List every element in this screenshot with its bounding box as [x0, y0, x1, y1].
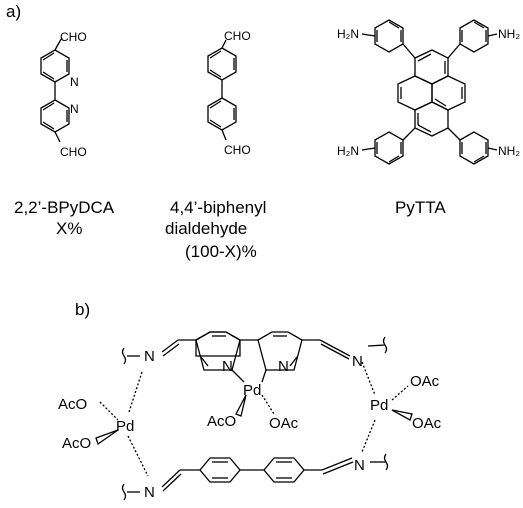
- pd-center: Pd: [243, 382, 261, 399]
- imine-n-top-left: N: [144, 348, 155, 365]
- biphenyl-name-line1: 4,4’-biphenyl: [170, 198, 267, 217]
- pytta-structure: H₂N NH₂ H₂N NH₂: [337, 19, 520, 165]
- imine-n-top-right: N: [352, 353, 363, 370]
- oac-right-bottom: OAc: [412, 415, 442, 432]
- bpydca-name: 2,2’-BPyDCA: [14, 198, 115, 217]
- biphenyl-name-line2: dialdehyde: [165, 219, 248, 238]
- panel-a-label: a): [6, 2, 22, 21]
- pd-coordination-structure: N N N N N N Pd Pd Pd AcO OAc AcO AcO OAc…: [58, 331, 442, 501]
- oac-left-top: AcO: [58, 396, 87, 413]
- pytta-nh2-bottom-right: NH₂: [498, 144, 520, 158]
- oac-center-left: AcO: [207, 413, 236, 430]
- bpydca-n-upper: N: [70, 75, 79, 89]
- bpydca-cho-top: CHO: [60, 30, 87, 44]
- pd-left: Pd: [116, 418, 134, 435]
- panel-b-label: b): [75, 300, 91, 319]
- biphenyl-fraction: (100-X)%: [185, 242, 257, 261]
- imine-n-bottom-left: N: [144, 484, 155, 501]
- imine-n-bottom-right: N: [354, 457, 365, 474]
- pytta-nh2-top-right: NH₂: [498, 27, 520, 41]
- pyridine-n-left: N: [222, 358, 233, 375]
- pytta-nh2-top-left: H₂N: [337, 27, 359, 41]
- bpydca-fraction: X%: [56, 219, 83, 238]
- biphenyl-cho-bottom: CHO: [224, 143, 251, 157]
- pytta-name: PyTTA: [395, 198, 446, 217]
- bpydca-n-lower: N: [70, 102, 79, 116]
- bpydca-cho-bottom: CHO: [60, 145, 87, 159]
- oac-left-bottom: AcO: [62, 435, 91, 452]
- pyridine-n-right: N: [278, 358, 289, 375]
- pd-right: Pd: [370, 397, 388, 414]
- biphenyl-dialdehyde-structure: CHO CHO: [207, 29, 251, 157]
- bpydca-structure: CHO N N CHO: [40, 30, 87, 159]
- biphenyl-cho-top: CHO: [224, 29, 251, 43]
- oac-right-top: OAc: [410, 373, 440, 390]
- oac-center-right: OAc: [269, 415, 299, 432]
- pytta-nh2-bottom-left: H₂N: [337, 144, 359, 158]
